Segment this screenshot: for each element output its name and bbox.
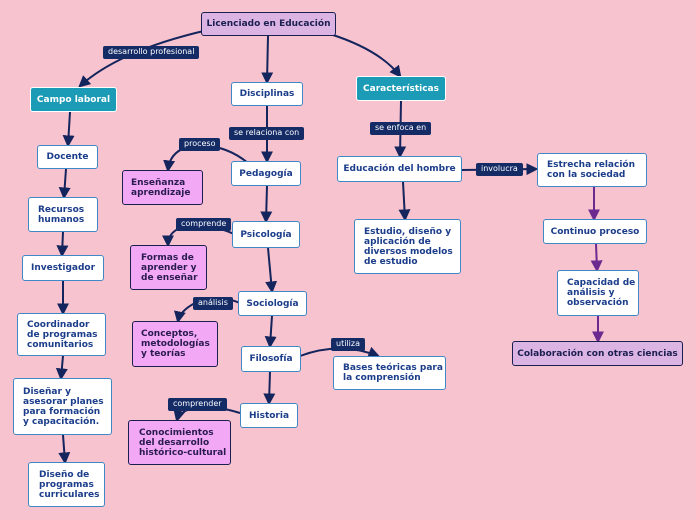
edge-continuo-capacidad — [590, 243, 603, 273]
formas-aprender-label: Formas de aprender y de enseñar — [141, 252, 198, 283]
label-comprende: comprende — [176, 218, 232, 231]
pedagogia-node[interactable]: Pedagogía — [231, 161, 301, 186]
ensenanza-aprendizaje-label: Enseñanza aprendizaje — [131, 177, 191, 198]
bases-teoricas-node[interactable]: Bases teóricas para la comprensión — [333, 356, 446, 390]
label-analisis: análisis — [193, 297, 233, 310]
edge-filosofia-historia — [263, 371, 276, 406]
label-se-relaciona-con: se relaciona con — [229, 127, 305, 140]
colaboracion-node[interactable]: Colaboración con otras ciencias — [512, 341, 683, 366]
edge-pedagogia-psicologia — [260, 185, 273, 224]
coordinador-node[interactable]: Coordinador de programas comunitarios — [17, 313, 106, 356]
label-involucra: involucra — [476, 163, 523, 176]
label-proceso: proceso — [179, 138, 221, 151]
conocimientos-node[interactable]: Conocimientos del desarrollo histórico-c… — [128, 420, 231, 465]
estrecha-relacion-node[interactable]: Estrecha relación con la sociedad — [537, 153, 647, 187]
root-node[interactable]: Licenciado en Educación — [201, 12, 336, 36]
filosofia-node[interactable]: Filosofía — [241, 346, 301, 372]
conocimientos-label: Conocimientos del desarrollo histórico-c… — [139, 427, 227, 458]
edge-disenar-diseno — [58, 434, 71, 465]
sociologia-label: Sociología — [246, 298, 299, 309]
disenar-asesorar-node[interactable]: Diseñar y asesorar planes para formación… — [13, 378, 112, 435]
sociologia-node[interactable]: Sociología — [238, 291, 307, 316]
estudio-diseno-node[interactable]: Estudio, diseño y aplicación de diversos… — [354, 219, 461, 274]
bases-teoricas-label: Bases teóricas para la comprensión — [343, 363, 443, 383]
disenar-asesorar-label: Diseñar y asesorar planes para formación… — [23, 386, 104, 427]
edge-coordinador-disenar — [55, 355, 68, 381]
conceptos-node[interactable]: Conceptos, metodologías y teorías — [132, 321, 218, 367]
edge-recursos-investigador — [56, 231, 69, 258]
campo-laboral-label: Campo laboral — [36, 94, 111, 105]
estudio-diseno-label: Estudio, diseño y aplicación de diversos… — [364, 226, 453, 267]
investigador-node[interactable]: Investigador — [22, 255, 104, 281]
edge-psicologia-sociologia — [265, 247, 278, 294]
pedagogia-label: Pedagogía — [239, 168, 293, 179]
recursos-humanos-node[interactable]: Recursos humanos — [28, 197, 98, 232]
caracteristicas-node[interactable]: Características — [356, 76, 446, 101]
disciplinas-node[interactable]: Disciplinas — [231, 82, 303, 106]
caracteristicas-label: Características — [363, 83, 439, 94]
edge-docente-recursos — [58, 168, 71, 200]
edge-educacion-estudio — [398, 181, 411, 222]
educacion-hombre-node[interactable]: Educación del hombre — [337, 156, 462, 182]
ensenanza-aprendizaje-node[interactable]: Enseñanza aprendizaje — [122, 170, 203, 205]
edge-campo-docente — [62, 111, 75, 148]
label-se-enfoca-en: se enfoca en — [370, 122, 432, 135]
edge-sociologia-filosofia — [264, 315, 277, 349]
psicologia-node[interactable]: Psicología — [232, 221, 300, 248]
continuo-proceso-label: Continuo proceso — [550, 226, 640, 237]
disciplinas-label: Disciplinas — [239, 89, 295, 99]
estrecha-relacion-label: Estrecha relación con la sociedad — [547, 160, 636, 180]
investigador-label: Investigador — [30, 263, 96, 273]
continuo-proceso-node[interactable]: Continuo proceso — [543, 219, 647, 244]
capacidad-analisis-node[interactable]: Capacidad de análisis y observación — [557, 270, 639, 316]
label-desarrollo-profesional: desarrollo profesional — [103, 46, 200, 59]
coordinador-label: Coordinador de programas comunitarios — [27, 319, 98, 350]
edge-root-disciplinas — [261, 35, 274, 85]
historia-node[interactable]: Historia — [240, 403, 298, 428]
filosofia-label: Filosofía — [249, 354, 293, 364]
edge-root-caracteristicas — [329, 33, 402, 78]
capacidad-analisis-label: Capacidad de análisis y observación — [567, 278, 636, 308]
colaboracion-label: Colaboración con otras ciencias — [517, 348, 678, 359]
root-label: Licenciado en Educación — [206, 19, 331, 29]
educacion-hombre-label: Educación del hombre — [343, 164, 456, 174]
docente-label: Docente — [46, 152, 89, 162]
label-utiliza: utiliza — [331, 338, 365, 351]
diseno-programas-node[interactable]: Diseño de programas curriculares — [28, 462, 105, 507]
docente-node[interactable]: Docente — [37, 145, 98, 169]
psicologia-label: Psicología — [240, 229, 292, 240]
historia-label: Historia — [248, 410, 290, 421]
campo-laboral-node[interactable]: Campo laboral — [30, 87, 117, 112]
formas-aprender-node[interactable]: Formas de aprender y de enseñar — [130, 245, 207, 290]
diseno-programas-label: Diseño de programas curriculares — [39, 469, 100, 500]
conceptos-label: Conceptos, metodologías y teorías — [141, 329, 210, 359]
recursos-humanos-label: Recursos humanos — [38, 204, 85, 225]
label-comprender: comprender — [168, 398, 227, 411]
